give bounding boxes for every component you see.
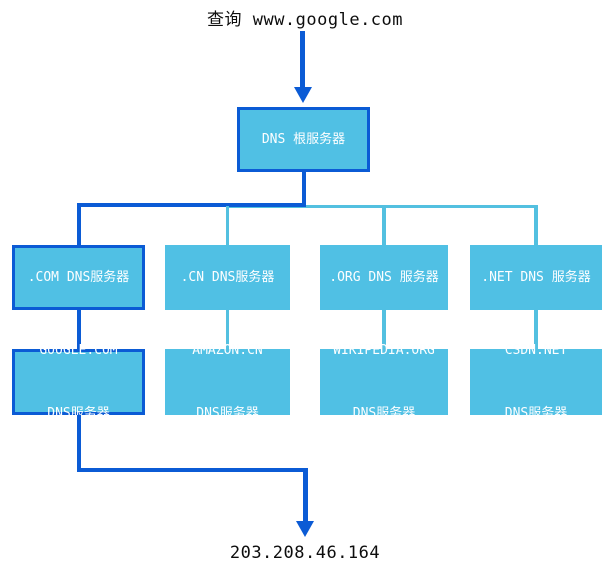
connector-net-to-csdn <box>534 310 538 349</box>
node-cn-tld-server: .CN DNS服务器 <box>165 245 290 310</box>
query-caption: 查询 www.google.com <box>206 10 404 30</box>
connector-drop-org <box>382 206 386 245</box>
connector-drop-com <box>76 202 81 246</box>
node-label: DNS 根服务器 <box>261 132 346 147</box>
query-arrow-line <box>300 31 305 88</box>
node-amazon-dns-server: AMAZON.CN DNS服务器 <box>165 343 290 421</box>
connector-drop-cn <box>225 206 230 245</box>
connector-org-to-wikipedia <box>382 310 386 349</box>
node-net-tld-server: .NET DNS 服务器 <box>470 245 602 310</box>
node-dns-root-server: DNS 根服务器 <box>237 107 370 172</box>
connector-root-stem <box>301 172 306 205</box>
node-label: .COM DNS服务器 <box>27 270 130 285</box>
connector-branch-bar-highlight <box>76 202 306 207</box>
node-label: .ORG DNS 服务器 <box>329 270 439 285</box>
node-label-line2: DNS服务器 <box>47 406 110 421</box>
connector-result-stem1 <box>76 415 81 472</box>
connector-com-to-google <box>76 310 81 349</box>
node-com-tld-server: .COM DNS服务器 <box>12 245 145 310</box>
node-label-line1: WIKIPEDIA.ORG <box>333 343 435 358</box>
node-google-dns-server: GOOGLE.COM DNS服务器 <box>12 343 145 421</box>
connector-cn-to-amazon <box>225 310 230 349</box>
node-label-line1: CSDN.NET <box>504 343 568 358</box>
node-csdn-dns-server: CSDN.NET DNS服务器 <box>470 343 602 421</box>
down-arrow-icon <box>293 87 312 103</box>
node-label: .CN DNS服务器 <box>180 270 275 285</box>
node-org-tld-server: .ORG DNS 服务器 <box>320 245 448 310</box>
down-arrow-icon <box>296 521 314 537</box>
node-label-line2: DNS服务器 <box>504 406 568 421</box>
result-ip-caption: 203.208.46.164 <box>229 543 381 563</box>
node-wikipedia-dns-server: WIKIPEDIA.ORG DNS服务器 <box>320 343 448 421</box>
connector-result-stem2 <box>303 467 308 523</box>
node-label-line1: GOOGLE.COM <box>39 343 118 358</box>
connector-result-horizontal <box>76 467 308 472</box>
node-label: .NET DNS 服务器 <box>481 270 591 285</box>
node-label-line1: AMAZON.CN <box>192 343 263 358</box>
node-label-line2: DNS服务器 <box>196 406 259 421</box>
node-label-line2: DNS服务器 <box>352 406 416 421</box>
connector-drop-net <box>534 206 538 245</box>
